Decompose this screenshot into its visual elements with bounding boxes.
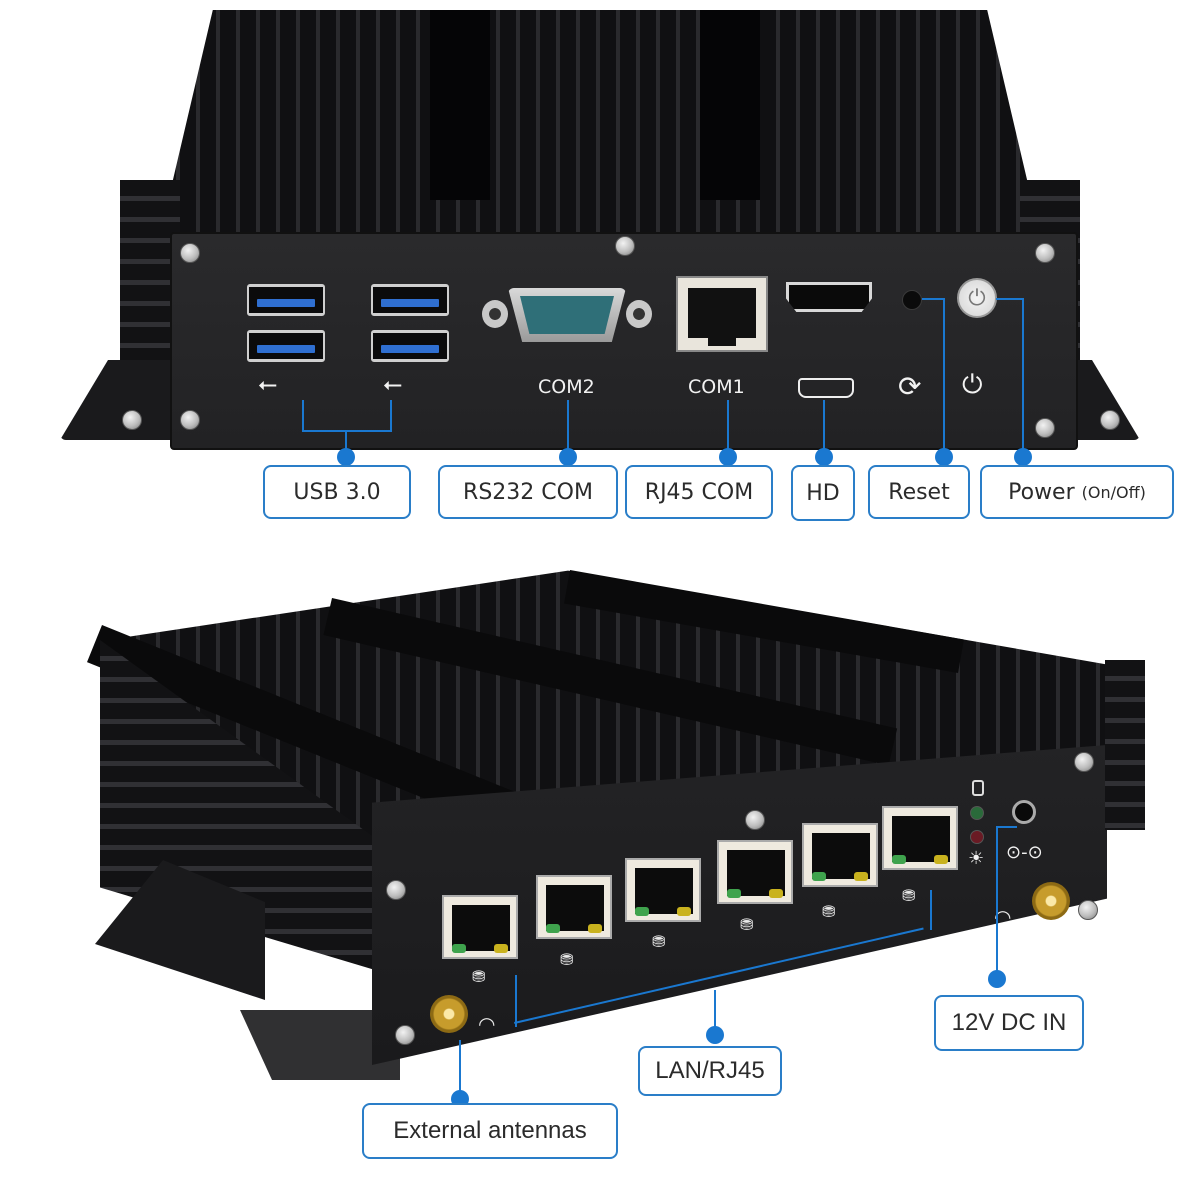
- heatsink-fins: [160, 10, 1040, 235]
- screw-icon: [1035, 243, 1055, 263]
- mount-flange-left: [60, 360, 180, 440]
- usb-port[interactable]: [371, 330, 449, 362]
- heatsink-ridge: [430, 10, 490, 200]
- screw-icon: [395, 1025, 415, 1045]
- hdmi-icon: [798, 378, 854, 398]
- lan-icon: ⛃: [822, 902, 836, 921]
- rj45-console-port[interactable]: [676, 276, 768, 352]
- reset-icon: ⟳: [898, 370, 922, 403]
- screw-icon: [615, 236, 635, 256]
- antenna-connector-left[interactable]: [430, 995, 468, 1033]
- callout-external-antennas: External antennas: [362, 1103, 618, 1159]
- screw-icon: [745, 810, 765, 830]
- lan-icon: ⛃: [652, 932, 666, 951]
- usb-icon: ⭠: [258, 370, 278, 398]
- lan-icon: ⛃: [740, 915, 754, 934]
- com2-label: COM2: [538, 376, 595, 398]
- lan-icon: ⛃: [902, 886, 916, 905]
- hdd-icon: [972, 780, 984, 796]
- callout-usb: USB 3.0: [263, 465, 411, 519]
- screw-icon: [180, 410, 200, 430]
- dc-in-icon: ⊙-⊙: [1006, 842, 1043, 863]
- power-button[interactable]: ⏻: [957, 278, 997, 318]
- lan-icon: ⛃: [472, 967, 486, 986]
- screw-icon: [1078, 900, 1098, 920]
- reset-button[interactable]: [902, 290, 922, 310]
- antenna-connector-right[interactable]: [1032, 882, 1070, 920]
- callout-lan: LAN/RJ45: [638, 1046, 782, 1096]
- screw-icon: [386, 880, 406, 900]
- hdmi-port[interactable]: [786, 282, 872, 312]
- lan-port-4[interactable]: [717, 840, 793, 904]
- usb-port[interactable]: [371, 284, 449, 316]
- wifi-icon: ◠: [994, 905, 1012, 929]
- screw-icon: [180, 243, 200, 263]
- power-icon: ⏻: [968, 285, 986, 311]
- lan-port-6[interactable]: [882, 806, 958, 870]
- callout-dc-in: 12V DC IN: [934, 995, 1084, 1051]
- heatsink-ridge: [700, 10, 760, 200]
- usb-port[interactable]: [247, 284, 325, 316]
- screw-icon: [1035, 418, 1055, 438]
- usb-port[interactable]: [247, 330, 325, 362]
- power-led: [970, 830, 984, 844]
- dc-in-jack[interactable]: [1012, 800, 1036, 824]
- rs232-serial-port[interactable]: [482, 284, 652, 346]
- screw-icon: [1074, 752, 1094, 772]
- callout-power: Power (On/Off): [980, 465, 1174, 519]
- callout-rj45-com: RJ45 COM: [625, 465, 773, 519]
- power-icon: ⏻: [962, 370, 983, 400]
- lan-port-1[interactable]: [442, 895, 518, 959]
- callout-hd: HD: [791, 465, 855, 521]
- screw-icon: [122, 410, 142, 430]
- callout-rs232-com: RS232 COM: [438, 465, 618, 519]
- screw-icon: [1100, 410, 1120, 430]
- wifi-icon: ◠: [478, 1012, 496, 1036]
- side-fins-right: [1105, 660, 1145, 830]
- com1-label: COM1: [688, 376, 745, 398]
- lan-icon: ⛃: [560, 950, 574, 969]
- power-led-icon: ☀: [968, 848, 985, 869]
- callout-reset: Reset: [868, 465, 970, 519]
- lan-port-3[interactable]: [625, 858, 701, 922]
- hdd-led: [970, 806, 984, 820]
- lan-port-5[interactable]: [802, 823, 878, 887]
- lan-port-2[interactable]: [536, 875, 612, 939]
- usb-icon: ⭠: [383, 370, 403, 398]
